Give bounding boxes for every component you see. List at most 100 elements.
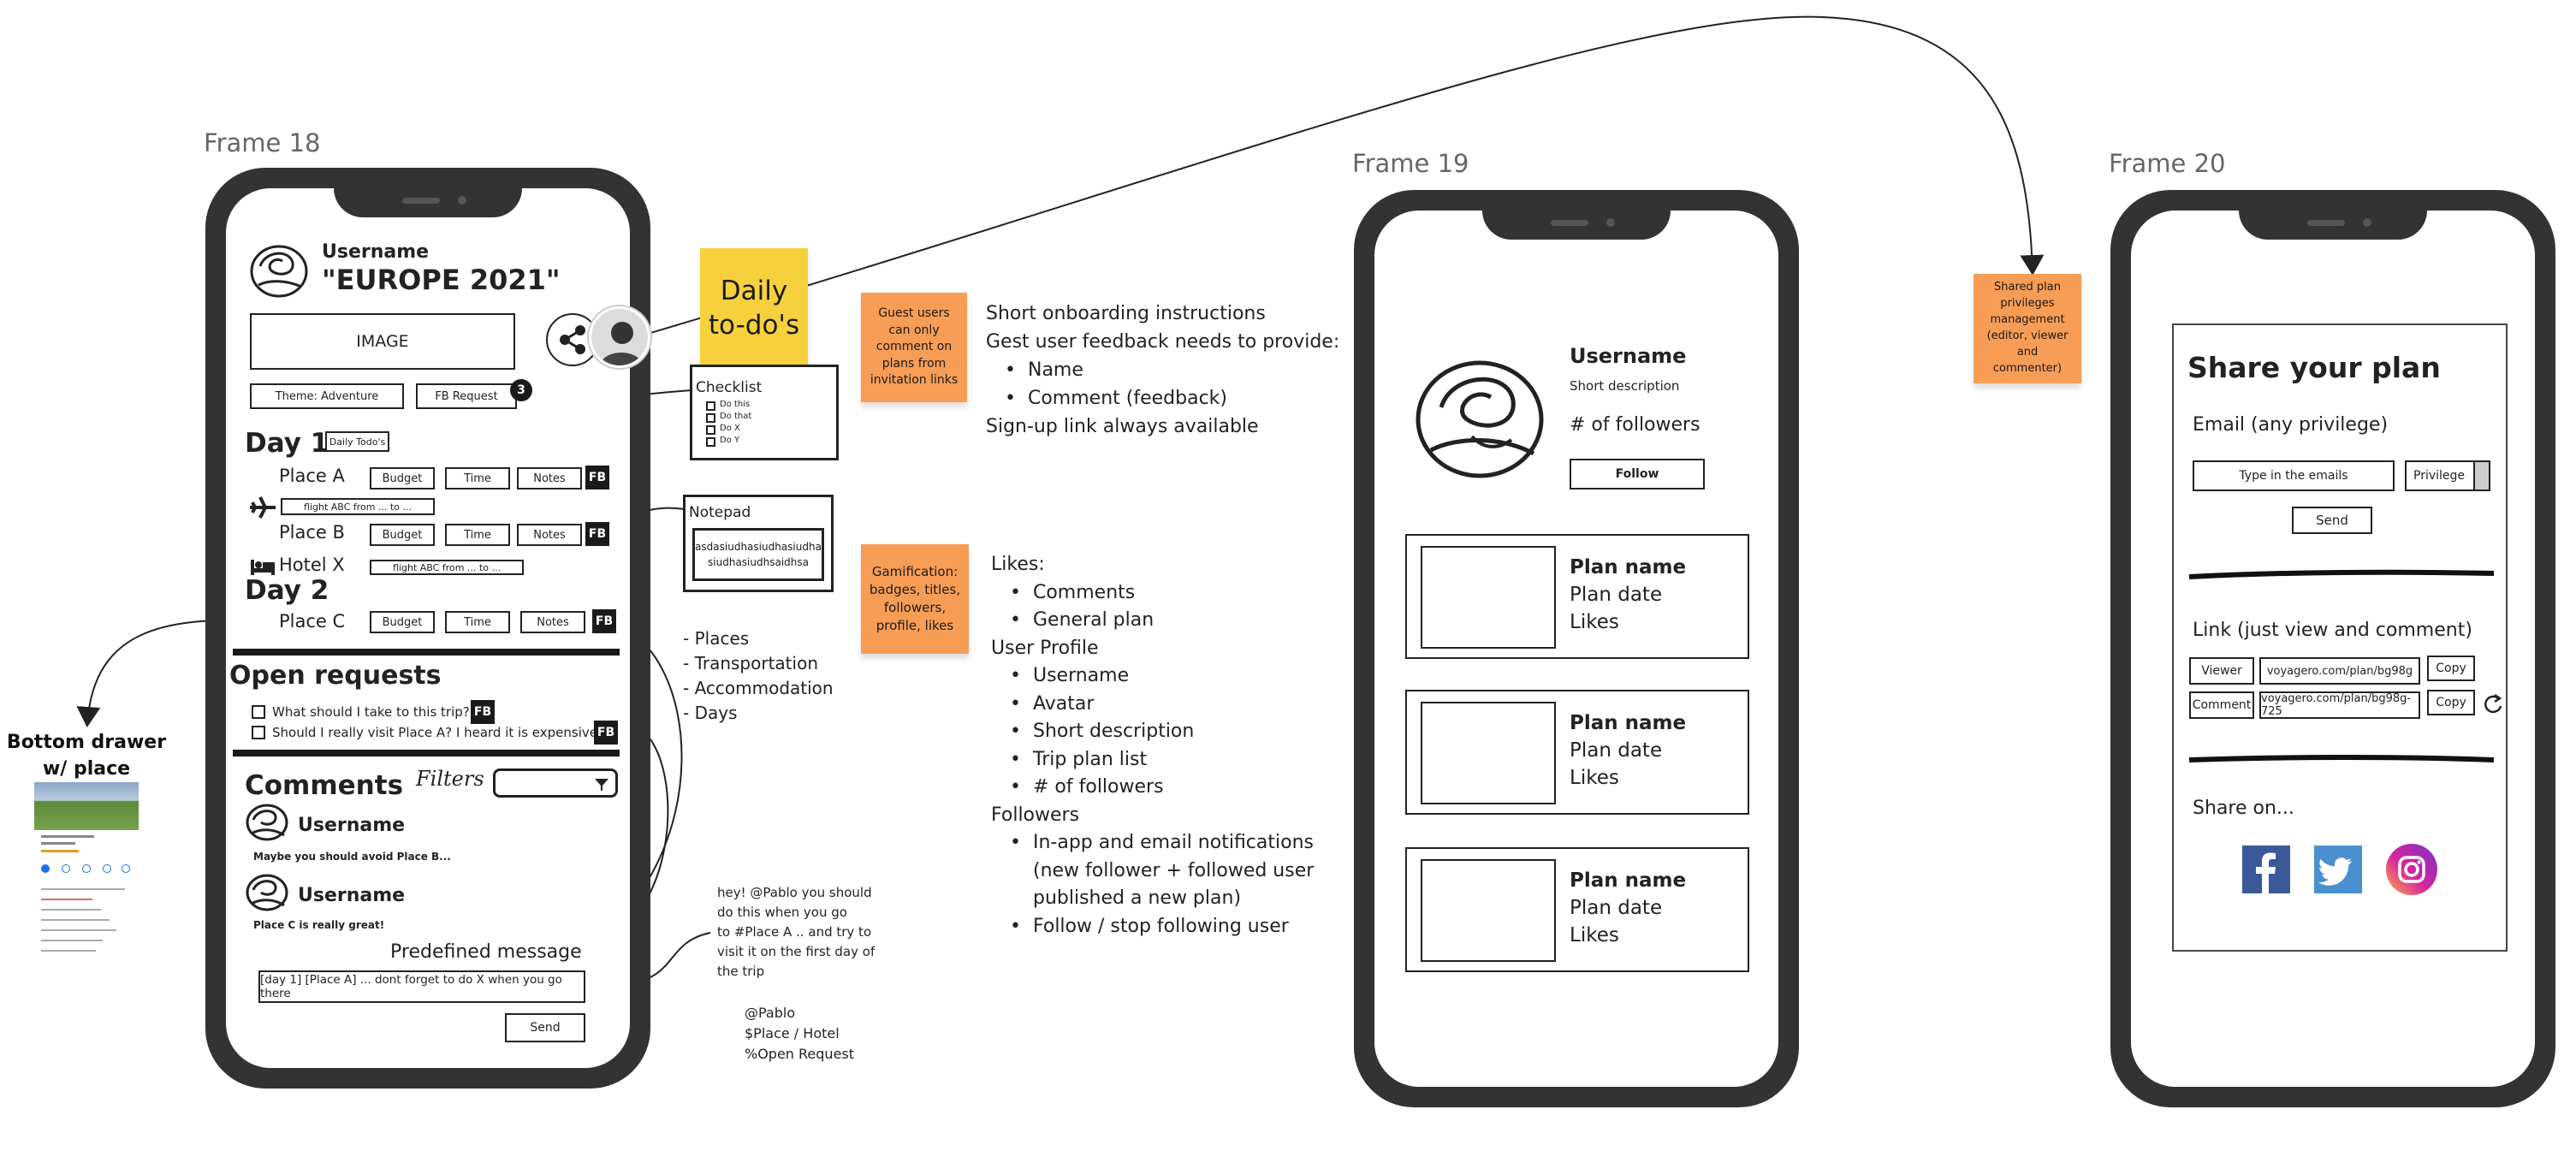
- place-details-thumbnail: [34, 782, 142, 967]
- place-c-label[interactable]: Place C: [279, 611, 346, 632]
- profile-description: Short description: [1570, 378, 1680, 394]
- plan-date: Plan date: [1570, 897, 1663, 919]
- notepad-text[interactable]: asdasiudhasiudhasiudha siudhasiudhsaidhs…: [692, 528, 824, 581]
- copy-comment-button[interactable]: Copy: [2427, 690, 2475, 715]
- profile-bullet: Trip plan list: [1010, 746, 1314, 774]
- place-b-fb-button[interactable]: FB: [585, 522, 609, 546]
- followers-bullet: In-app and email notifications: [1010, 829, 1314, 857]
- plan-date: Plan date: [1570, 739, 1663, 762]
- request-1-fb-button[interactable]: FB: [471, 700, 495, 724]
- syntax-line: %Open Request: [745, 1046, 855, 1062]
- likes-title: Likes:: [991, 554, 1045, 575]
- request-1-text[interactable]: What should I take to this trip?: [272, 704, 470, 720]
- place-b-label[interactable]: Place B: [279, 522, 345, 543]
- frame-19-label: Frame 19: [1352, 149, 1469, 178]
- notch: [1482, 207, 1671, 240]
- plan-card[interactable]: Plan name Plan date Likes: [1405, 690, 1749, 815]
- phone-frame-20: [2110, 190, 2555, 1107]
- place-c-budget-button[interactable]: Budget: [370, 611, 435, 633]
- place-b-notes-button[interactable]: Notes: [517, 524, 582, 546]
- instagram-icon[interactable]: [2386, 844, 2437, 895]
- mention-line: the trip: [717, 964, 765, 979]
- checklist-checkbox[interactable]: [706, 413, 715, 423]
- place-c-fb-button[interactable]: FB: [592, 609, 616, 633]
- profile-followers: # of followers: [1570, 414, 1701, 436]
- plan-card[interactable]: Plan name Plan date Likes: [1405, 847, 1749, 972]
- place-b-time-button[interactable]: Time: [445, 524, 510, 546]
- screen-frame-20: [2131, 211, 2535, 1087]
- followers-bullet-cont: published a new plan): [1033, 887, 1242, 909]
- predefined-message-label: Predefined message: [390, 941, 582, 963]
- flight-item-2[interactable]: flight ABC from ... to ...: [370, 560, 524, 575]
- send-message-button[interactable]: Send: [505, 1013, 585, 1042]
- mention-example: hey! @Pablo you should do this when you …: [717, 883, 875, 982]
- fb-request-button[interactable]: FB Request: [416, 383, 517, 409]
- place-b-budget-button[interactable]: Budget: [370, 524, 435, 546]
- comment-url-field[interactable]: voyagero.com/plan/bg98g-725: [2259, 691, 2420, 719]
- checklist-checkbox[interactable]: [706, 425, 715, 435]
- username-label: Username: [322, 241, 430, 263]
- plan-card[interactable]: Plan name Plan date Likes: [1405, 534, 1749, 659]
- divider-line: [2188, 569, 2495, 579]
- gamification-sticky: Gamification: badges, titles, followers,…: [861, 544, 969, 654]
- shared-plan-sticky: Shared plan privileges management (edito…: [1974, 274, 2081, 383]
- facebook-icon[interactable]: [2242, 846, 2290, 893]
- flight-item-1[interactable]: flight ABC from ... to ...: [281, 498, 435, 515]
- comments-title: Comments: [245, 770, 404, 801]
- checklist-item: Do Y: [720, 436, 740, 445]
- day-1-heading: Day 1: [245, 428, 329, 459]
- dropdown-handle[interactable]: [2473, 462, 2489, 490]
- plan-name: Plan name: [1570, 869, 1687, 892]
- twitter-icon[interactable]: [2314, 846, 2362, 893]
- request-1-checkbox[interactable]: [252, 705, 265, 719]
- place-a-notes-button[interactable]: Notes: [517, 467, 582, 490]
- theme-button[interactable]: Theme: Adventure: [250, 383, 404, 409]
- place-c-notes-button[interactable]: Notes: [520, 611, 585, 633]
- share-on-label: Share on...: [2193, 798, 2294, 819]
- mention-line: to #Place A .. and try to: [717, 924, 872, 940]
- plan-thumbnail: [1421, 702, 1556, 804]
- likes-bullet: General plan: [1010, 607, 1314, 635]
- privilege-dropdown[interactable]: Privilege: [2405, 460, 2490, 491]
- email-input[interactable]: Type in the emails: [2193, 460, 2395, 491]
- section-divider-2: [233, 750, 620, 756]
- plan-thumbnail: [1421, 859, 1556, 962]
- section-divider: [233, 649, 620, 656]
- copy-viewer-button[interactable]: Copy: [2427, 656, 2475, 681]
- mention-line: do this when you go: [717, 905, 847, 920]
- mention-line: hey! @Pablo you should: [717, 885, 872, 900]
- request-2-text[interactable]: Should I really visit Place A? I heard i…: [272, 725, 610, 740]
- plan-likes: Likes: [1570, 767, 1619, 789]
- place-a-label[interactable]: Place A: [279, 466, 345, 486]
- follow-button[interactable]: Follow: [1570, 459, 1705, 490]
- comment-2-username: Username: [298, 885, 406, 906]
- collaborator-avatar[interactable]: [589, 306, 650, 368]
- avatar-sketch-icon: [250, 245, 308, 298]
- profile-avatar-sketch-icon: [1416, 360, 1544, 478]
- viewer-url-field[interactable]: voyagero.com/plan/bg98g: [2259, 657, 2420, 685]
- share-title: Share your plan: [2187, 351, 2441, 384]
- filter-input[interactable]: [493, 768, 618, 798]
- checklist-checkbox[interactable]: [706, 437, 715, 447]
- place-c-time-button[interactable]: Time: [445, 611, 510, 633]
- place-a-budget-button[interactable]: Budget: [370, 467, 435, 490]
- daily-todos-button[interactable]: Daily Todo's: [325, 431, 389, 452]
- request-2-checkbox[interactable]: [252, 726, 265, 739]
- message-input[interactable]: [day 1] [Place A] ... dont forget to do …: [258, 970, 585, 1003]
- filters-label[interactable]: Filters: [416, 767, 484, 791]
- category-item: - Transportation: [683, 653, 818, 673]
- place-a-time-button[interactable]: Time: [445, 467, 510, 490]
- request-2-fb-button[interactable]: FB: [594, 721, 618, 745]
- followers-bullet: Follow / stop following user: [1010, 913, 1314, 941]
- place-a-fb-button[interactable]: FB: [585, 466, 609, 490]
- trip-image-placeholder[interactable]: IMAGE: [250, 313, 515, 370]
- checklist-panel: Checklist Do this Do that Do X Do Y: [690, 365, 839, 460]
- regenerate-link-icon[interactable]: [2482, 693, 2504, 715]
- notch: [334, 185, 522, 217]
- comment-1-avatar-icon: [246, 804, 288, 841]
- checklist-checkbox[interactable]: [706, 401, 715, 411]
- hotel-x-label[interactable]: Hotel X: [279, 555, 345, 575]
- send-invite-button[interactable]: Send: [2292, 507, 2372, 534]
- share-panel: Share your plan Email (any privilege) Ty…: [2172, 323, 2508, 952]
- profile-bullet: Avatar: [1010, 691, 1314, 719]
